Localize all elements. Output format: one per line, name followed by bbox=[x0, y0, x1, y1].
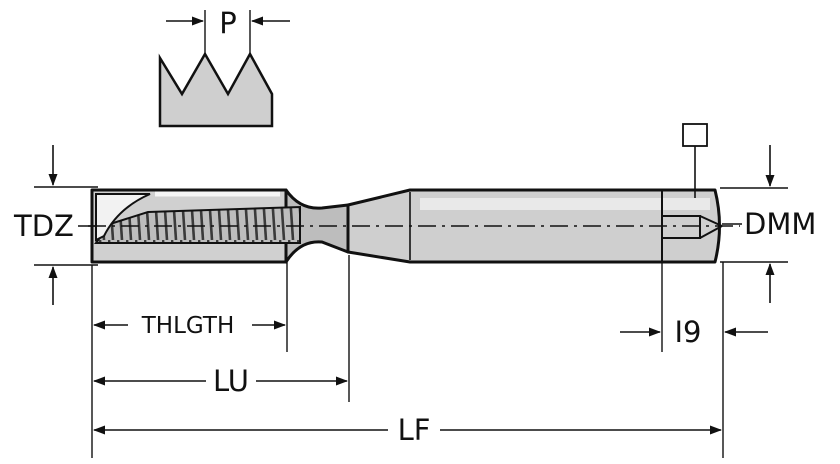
shank-highlight bbox=[420, 198, 710, 210]
i9-label: I9 bbox=[674, 315, 701, 349]
lf-dimension: LF bbox=[93, 413, 722, 447]
tap-neck bbox=[284, 188, 350, 264]
lf-label: LF bbox=[398, 413, 431, 447]
dmm-label: DMM bbox=[744, 207, 816, 241]
tap-body bbox=[88, 188, 740, 264]
tdz-dimension: TDZ bbox=[13, 145, 98, 305]
lu-label: LU bbox=[213, 364, 249, 398]
dmm-dimension: DMM bbox=[720, 145, 816, 303]
square-symbol-callout bbox=[682, 123, 708, 198]
pitch-label: P bbox=[219, 6, 237, 40]
thread-profile-inset: P bbox=[158, 6, 290, 128]
thread-profile-shape bbox=[158, 51, 274, 128]
lu-dimension: LU bbox=[93, 364, 348, 398]
square-symbol bbox=[682, 123, 708, 147]
tap-threads bbox=[94, 205, 301, 244]
thlgth-dimension: THLGTH bbox=[93, 313, 286, 339]
tdz-label: TDZ bbox=[13, 209, 74, 243]
thlgth-label: THLGTH bbox=[141, 313, 235, 339]
tap-flute bbox=[95, 193, 151, 242]
i9-dimension: I9 bbox=[620, 315, 768, 349]
